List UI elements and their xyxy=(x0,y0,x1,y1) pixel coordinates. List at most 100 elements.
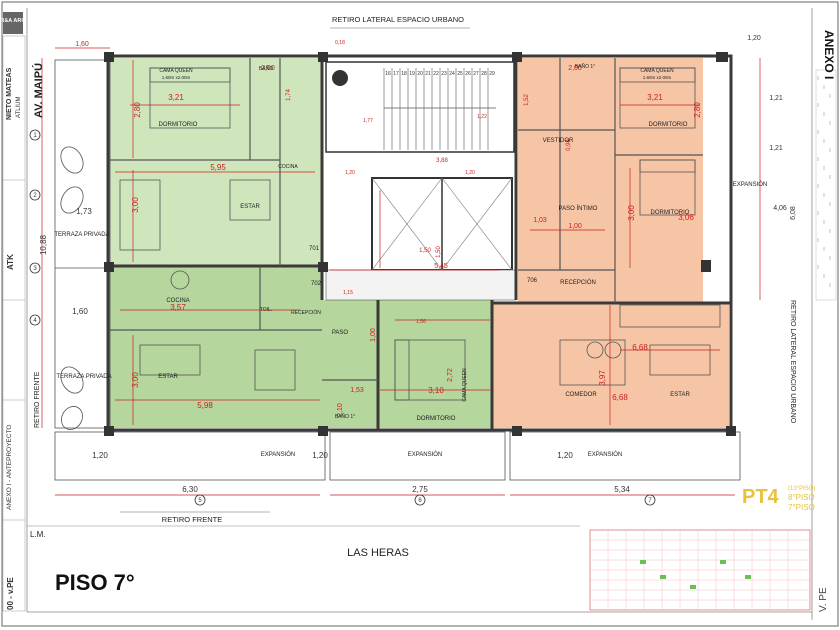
dimension-label: 6,30 xyxy=(182,485,198,494)
expansion-bottom-left xyxy=(54,431,326,481)
room-label: ESTAR xyxy=(240,204,260,210)
unit-floor-2: 8°PISO xyxy=(788,493,815,502)
room-label: ESTAR xyxy=(670,392,690,398)
elevator-x xyxy=(441,177,513,271)
dimension-label: 3,21 xyxy=(168,93,184,102)
room-label: 702 xyxy=(311,281,322,287)
room-label: PASO xyxy=(332,330,349,336)
axis-marker-label: 6 xyxy=(418,498,422,504)
unit-right-upper xyxy=(518,58,703,303)
room-label: 1.60m x2.00m xyxy=(162,75,191,80)
sheet-number: 00 - v.PE xyxy=(6,577,15,610)
dimension-label: 1,74 xyxy=(286,89,292,101)
dimension-label: 10,88 xyxy=(39,234,48,255)
dimension-label: 1,21 xyxy=(769,145,783,152)
client-name: NIETO MATEAS xyxy=(6,67,13,120)
room-label: DORMITORIO xyxy=(417,416,456,422)
axis-marker-label: 7 xyxy=(648,498,652,504)
axis-marker-label: 4 xyxy=(33,318,37,324)
unit-floor-1: (13°PISO) xyxy=(788,486,815,492)
axis-marker-circle xyxy=(414,494,426,506)
unit-floor-3: 7°PISO xyxy=(788,503,815,512)
stair-shaft xyxy=(332,70,348,86)
room-label: EXPANSIÓN xyxy=(261,451,296,458)
dimension-label: 1,21 xyxy=(769,95,783,102)
dimension-label: 1,50 xyxy=(419,248,431,254)
stair-number: 27 xyxy=(473,71,479,77)
stair-number: 23 xyxy=(441,71,447,77)
dimension-label: 1,50 xyxy=(436,246,442,258)
dimension-label: 2,72 xyxy=(447,368,454,382)
dimension-label: 2,80 xyxy=(693,102,702,118)
street-left: AV. MAIPÚ xyxy=(33,62,45,118)
room-label: RECEPCIÓN xyxy=(291,309,321,316)
expansion-bottom-right xyxy=(509,431,741,481)
terrace-chairs xyxy=(60,146,84,430)
dimension-label: 3,06 xyxy=(678,213,694,222)
dimension-label: 3,21 xyxy=(647,93,663,102)
room-label: TERRAZA PRIVADA xyxy=(56,374,111,380)
dimension-label: 1,20 xyxy=(557,451,573,460)
lm-label: L.M. xyxy=(30,530,46,539)
axis-marker-label: 1 xyxy=(33,133,37,139)
retiro-right: RETIRO LATERAL ESPACIO URBANO xyxy=(789,300,796,424)
dimension-label: 3,00 xyxy=(131,372,140,388)
stair-treads xyxy=(332,68,496,150)
dimension-label: 1,73 xyxy=(76,207,92,216)
stair-number: 22 xyxy=(433,71,439,77)
dimension-label: 3,57 xyxy=(170,303,186,312)
dimension-label: 1,03 xyxy=(533,217,547,224)
stair-number: 18 xyxy=(401,71,407,77)
axis-marker-label: 2 xyxy=(33,193,37,199)
dimension-label: 1,15 xyxy=(343,290,353,296)
stair-number: 28 xyxy=(481,71,487,77)
dimension-label: 1,56 xyxy=(416,319,426,325)
room-label: DORMITORIO xyxy=(159,122,198,128)
retiro-left: RETIRO FRENTE xyxy=(34,371,41,428)
stair-number: 26 xyxy=(465,71,471,77)
room-label: DORMITORIO xyxy=(649,122,688,128)
dimension-label: 1,77 xyxy=(363,118,373,124)
axis-marker-circle xyxy=(29,262,41,274)
annex-notes-box xyxy=(815,69,837,301)
axis-markers: 1 2 3 4 5 6 7 xyxy=(29,129,656,506)
room-label: TOIL. xyxy=(260,307,272,313)
room-label: EXPANSIÓN xyxy=(408,451,443,458)
dimension-label: 1,20 xyxy=(92,451,108,460)
dimension-label: 3,10 xyxy=(428,386,444,395)
dimension-label: 1,00 xyxy=(568,223,582,230)
dimension-label: 3,00 xyxy=(627,205,636,221)
room-label: CAMA QUEEN xyxy=(640,68,674,74)
unit-code: PT4 xyxy=(742,486,780,508)
dimension-label: 1,22 xyxy=(477,114,487,120)
stair-number: 17 xyxy=(393,71,399,77)
columns xyxy=(104,52,736,436)
unit-left-middle xyxy=(110,266,322,428)
dimension-label: 1,20 xyxy=(345,170,355,176)
annex-note-lines xyxy=(817,76,831,287)
dimension-label: 2,75 xyxy=(412,485,428,494)
dimension-label: 1,20 xyxy=(312,451,328,460)
room-label: BAÑO 1° xyxy=(335,413,355,420)
unit-right-lower xyxy=(492,303,729,428)
dimension-label: 1,20 xyxy=(747,35,761,42)
core-stair xyxy=(325,61,515,153)
stair-number: 19 xyxy=(409,71,415,77)
room-label: DORMITORIO xyxy=(651,210,690,216)
unit-center-green xyxy=(322,300,492,428)
axis-marker-label: 5 xyxy=(198,498,202,504)
dimension-label: 5,95 xyxy=(210,163,226,172)
axis-marker-label: 3 xyxy=(33,266,37,272)
expansion-bottom-center xyxy=(329,431,506,481)
dimension-label: 1,53 xyxy=(350,387,364,394)
annex-title: ANEXO I xyxy=(822,30,836,80)
client-sub: ATLIUM xyxy=(16,96,22,118)
dimension-label: 0,18 xyxy=(335,40,345,46)
dimension-label: 5,34 xyxy=(614,485,630,494)
stair-number: 24 xyxy=(449,71,455,77)
dimension-label: 1,00 xyxy=(370,328,377,342)
dimension-label: 3,88 xyxy=(436,158,448,164)
sheet-name: ANEXO I - ANTEPROYECTO xyxy=(6,424,13,510)
